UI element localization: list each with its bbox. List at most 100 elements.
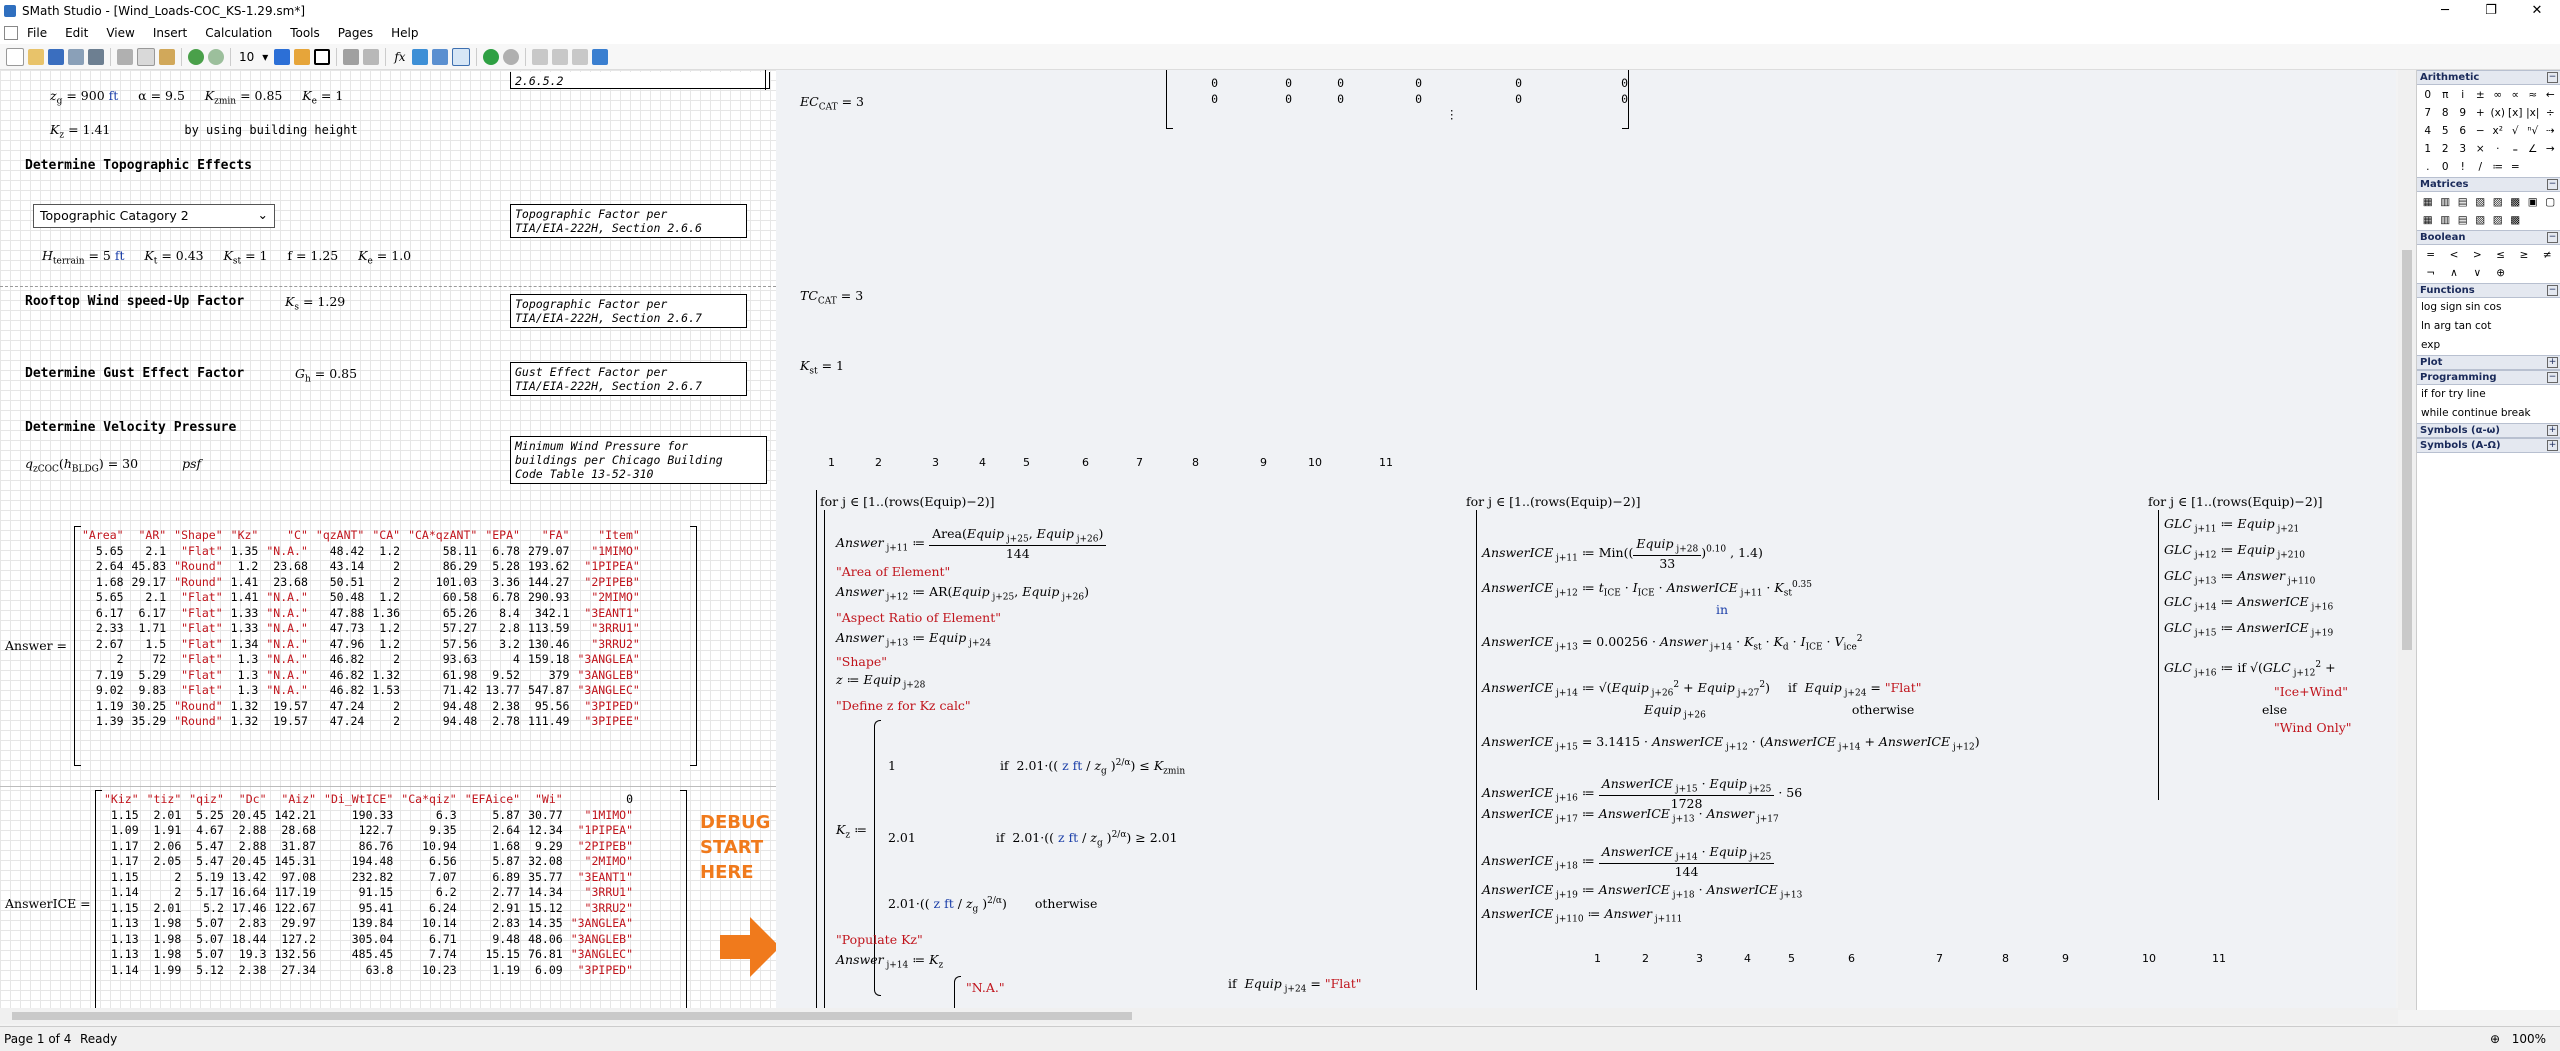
velocity-note[interactable]: Minimum Wind Pressure for buildings per …	[510, 436, 767, 484]
palette-button[interactable]: ∝	[2511, 89, 2519, 101]
font-size-select[interactable]: 10	[239, 49, 255, 64]
print-icon[interactable]	[88, 48, 104, 65]
palette-button[interactable]: 3	[2459, 143, 2467, 155]
panel-symbols-lower-header[interactable]: Symbols (α-ω)+	[2417, 423, 2560, 438]
zg-line[interactable]: zg = 900 ft α = 9.5 Kzmin = 0.85 Ke = 1	[50, 88, 344, 107]
palette-button[interactable]: .	[2426, 161, 2430, 173]
palette-button[interactable]: ≔	[2492, 161, 2504, 173]
vertical-scrollbar[interactable]	[2398, 70, 2416, 1010]
palette-button[interactable]	[2536, 264, 2559, 282]
palette-button[interactable]: ·	[2496, 143, 2500, 155]
palette-button[interactable]: (x)	[2490, 107, 2505, 119]
prog1-if-flat[interactable]: if Equip j+24 = "Flat"	[1228, 976, 1362, 995]
minimize-button[interactable]: ─	[2441, 3, 2449, 18]
align-icon[interactable]	[343, 48, 360, 65]
palette-button[interactable]: ⇢	[2545, 125, 2555, 137]
programming-row-2[interactable]: while continue break	[2421, 407, 2531, 419]
for-loop-3[interactable]: for j ∈ [1..(rows(Equip)−2)]	[2148, 494, 2323, 509]
palette-button[interactable]: 4	[2424, 125, 2432, 137]
palette-button[interactable]: 0	[2424, 89, 2432, 101]
prog2-line8[interactable]: AnswerICE j+18 ≔ AnswerICE j+14 · Equip …	[1482, 844, 1775, 879]
prog1-comment-aspect[interactable]: "Aspect Ratio of Element"	[836, 610, 1001, 625]
chevron-down-icon[interactable]: ▾	[262, 49, 269, 64]
panel-matrices-header[interactable]: Matrices−	[2417, 177, 2560, 192]
palette-button[interactable]: !	[2460, 161, 2465, 173]
restore-button[interactable]: ❐	[2485, 3, 2497, 18]
prog1-kz[interactable]: Kz ≔	[836, 822, 867, 841]
palette-button[interactable]: 0	[2441, 161, 2449, 173]
zoom-icon[interactable]: ⊕	[2489, 1032, 2500, 1046]
programming-row-1[interactable]: if for try line	[2421, 388, 2486, 400]
prog2-line7[interactable]: AnswerICE j+17 ≔ AnswerICE j+13 · Answer…	[1482, 806, 1779, 825]
palette-button[interactable]: ∠	[2528, 143, 2538, 155]
palette-button[interactable]: x²	[2492, 125, 2503, 137]
velocity-heading[interactable]: Determine Velocity Pressure	[25, 420, 237, 435]
palette-button[interactable]: ∞	[2493, 89, 2503, 101]
palette-button[interactable]: 8	[2441, 107, 2449, 119]
recalculate-icon[interactable]	[482, 48, 499, 65]
palette-button[interactable]: 9	[2459, 107, 2467, 119]
palette-button[interactable]: /	[2478, 161, 2483, 173]
panel-symbols-upper-header[interactable]: Symbols (Α-Ω)+	[2417, 438, 2560, 453]
palette-button[interactable]: ₌	[2512, 143, 2519, 155]
prog2-line2[interactable]: AnswerICE j+12 ≔ tICE · IICE · AnswerICE…	[1482, 580, 1813, 617]
open-file-icon[interactable]	[28, 48, 44, 65]
paste-icon[interactable]	[159, 48, 175, 65]
functions-row-2[interactable]: ln arg tan cot	[2421, 320, 2492, 332]
prog3-line3[interactable]: GLC j+13 ≔ Answer j+110	[2164, 568, 2316, 587]
palette-button[interactable]: <	[2449, 249, 2459, 261]
gh-line[interactable]: Gh = 0.85	[295, 366, 358, 385]
hterrain-line[interactable]: Hterrain = 5 ft Kt = 0.43 Kst = 1 f = 1.…	[42, 248, 412, 267]
pause-icon[interactable]	[531, 48, 548, 65]
debug-icon[interactable]	[591, 48, 608, 65]
prog1-comment-define-z[interactable]: "Define z for Kz calc"	[836, 698, 971, 713]
horizontal-scrollbar[interactable]	[0, 1008, 2398, 1024]
menu-calculation[interactable]: Calculation	[205, 26, 273, 40]
image-icon[interactable]	[363, 48, 380, 65]
step-icon[interactable]	[571, 48, 588, 65]
answer-label[interactable]: Answer =	[5, 638, 68, 653]
ks-line[interactable]: Ks = 1.29	[285, 294, 346, 313]
palette-button[interactable]: ∧	[2450, 267, 2458, 279]
palette-button[interactable]: i	[2461, 89, 2465, 101]
prog3-else[interactable]: else	[2262, 702, 2288, 717]
panel-plot-header[interactable]: Plot+	[2417, 355, 2560, 370]
prog1-line3[interactable]: Answer j+13 ≔ Equip j+24	[836, 630, 991, 649]
prog3-line4[interactable]: GLC j+14 ≔ AnswerICE j+16	[2164, 594, 2334, 613]
prog2-line3[interactable]: AnswerICE j+13 = 0.00256 · Answer j+14 ·…	[1482, 634, 1863, 653]
palette-button[interactable]: ⊕	[2496, 267, 2506, 279]
prog3-windonly[interactable]: "Wind Only"	[2274, 720, 2352, 735]
for-loop-2[interactable]: for j ∈ [1..(rows(Equip)−2)]	[1466, 494, 1641, 509]
prog2-line5[interactable]: AnswerICE j+15 = 3.1415 · AnswerICE j+12…	[1482, 734, 1980, 753]
gust-note[interactable]: Gust Effect Factor per TIA/EIA-222H, Sec…	[510, 362, 747, 396]
prog1-na[interactable]: "N.A."	[966, 980, 1005, 995]
prog2-line10[interactable]: AnswerICE j+110 ≔ Answer j+111	[1482, 906, 1683, 925]
palette-button[interactable]: ≤	[2496, 249, 2506, 261]
units-icon[interactable]	[431, 48, 448, 65]
palette-button[interactable]: 1	[2424, 143, 2432, 155]
play-icon[interactable]	[551, 48, 568, 65]
kst-line[interactable]: Kst = 1	[800, 358, 844, 377]
menu-tools[interactable]: Tools	[290, 26, 320, 40]
answer-matrix[interactable]: "Area""AR""Shape""Kz""C""qzANT""CA""CA*q…	[78, 528, 644, 730]
menu-insert[interactable]: Insert	[152, 26, 188, 40]
rooftop-heading[interactable]: Rooftop Wind speed-Up Factor	[25, 294, 245, 309]
functions-row-3[interactable]: exp	[2421, 339, 2441, 351]
worksheet-left[interactable]: 2.6.5.2 zg = 900 ft α = 9.5 Kzmin = 0.85…	[0, 70, 776, 1010]
zoom-level[interactable]: 100%	[2511, 1032, 2546, 1046]
panel-icon[interactable]	[451, 47, 470, 66]
palette-button[interactable]: 2	[2441, 143, 2449, 155]
top-note[interactable]: 2.6.5.2	[510, 72, 770, 89]
palette-button[interactable]: [x]	[2508, 107, 2523, 119]
prog3-line6[interactable]: GLC j+16 ≔ if √(GLC j+122 +	[2164, 660, 2336, 679]
menu-help[interactable]: Help	[391, 26, 419, 40]
redo-icon[interactable]	[208, 48, 224, 65]
text-color-icon[interactable]	[274, 48, 291, 65]
boolean-grid[interactable]: =<>≤≥≠¬∧∨⊕	[2417, 245, 2560, 283]
palette-button[interactable]: =	[2426, 249, 2436, 261]
menu-pages[interactable]: Pages	[337, 26, 374, 40]
